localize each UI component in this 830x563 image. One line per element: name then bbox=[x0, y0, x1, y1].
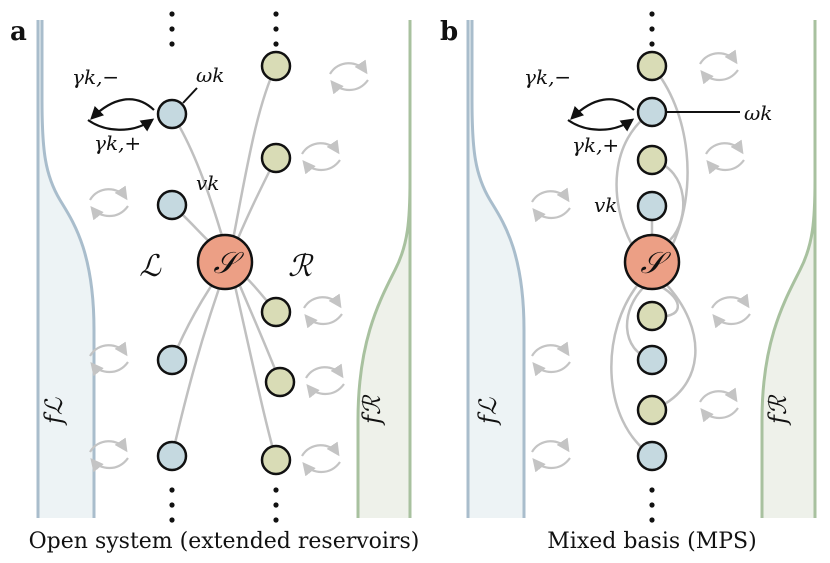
coupling-label-a: vk bbox=[196, 171, 219, 195]
exchange-arrows-b bbox=[567, 98, 635, 132]
left-reservoir-label: ℒ bbox=[139, 249, 162, 284]
mode-green bbox=[260, 142, 292, 174]
left-distribution-curve-a bbox=[36, 20, 96, 518]
left-distribution-curve-b bbox=[466, 20, 526, 518]
gamma-minus-label-a: γk,− bbox=[72, 65, 119, 89]
right-distribution-a bbox=[358, 20, 410, 518]
f-right-label-a: fℛ bbox=[358, 394, 386, 426]
panel-a-letter: a bbox=[10, 17, 27, 47]
mode-green bbox=[636, 394, 668, 426]
omega-label-b: ωk bbox=[744, 101, 772, 125]
right-distribution-curve-a bbox=[356, 20, 412, 518]
gamma-plus-label-a: γk,+ bbox=[94, 131, 141, 155]
gamma-plus-label-b: γk,+ bbox=[572, 133, 619, 157]
omega-label-a: ωk bbox=[196, 63, 224, 87]
mode-blue bbox=[156, 344, 188, 376]
mode-blue bbox=[636, 344, 668, 376]
mode-green bbox=[264, 366, 296, 398]
right-distribution-b bbox=[762, 20, 815, 518]
mode-blue bbox=[156, 98, 188, 130]
mode-blue bbox=[156, 440, 188, 472]
gamma-minus-label-b: γk,− bbox=[524, 65, 571, 89]
mode-green bbox=[260, 50, 292, 82]
caption-a: Open system (extended reservoirs) bbox=[29, 529, 420, 554]
mode-blue bbox=[636, 440, 668, 472]
left-distribution-b bbox=[468, 20, 524, 518]
mode-green bbox=[260, 444, 292, 476]
coupling-label-b: vk bbox=[594, 193, 617, 217]
caption-b: Mixed basis (MPS) bbox=[547, 529, 756, 554]
mode-green bbox=[636, 50, 668, 82]
panel-b: b fℒ fℛ bbox=[440, 11, 817, 554]
system-node-a bbox=[196, 233, 254, 291]
omega-leader-a bbox=[182, 87, 198, 104]
mode-green bbox=[636, 300, 668, 332]
system-node-b bbox=[623, 233, 681, 291]
right-distribution-curve-b bbox=[760, 20, 817, 518]
f-left-label-b: fℒ bbox=[474, 397, 502, 426]
right-reservoir-label: ℛ bbox=[288, 249, 314, 284]
f-right-label-b: fℛ bbox=[764, 394, 792, 426]
mode-green bbox=[260, 296, 292, 328]
f-left-label-a: fℒ bbox=[40, 397, 68, 426]
left-distribution-a bbox=[38, 20, 94, 518]
modes-a bbox=[156, 50, 296, 476]
modes-b bbox=[636, 50, 668, 472]
exchange-arrows-a bbox=[87, 98, 155, 132]
panel-a: a fℒ fℛ bbox=[10, 11, 419, 554]
dots-b bbox=[649, 11, 655, 523]
mode-blue bbox=[636, 96, 668, 128]
mode-blue bbox=[156, 189, 188, 221]
mode-blue bbox=[636, 190, 668, 222]
panel-b-letter: b bbox=[440, 17, 458, 47]
dots-a bbox=[169, 11, 279, 523]
grey-arrows-a bbox=[89, 59, 369, 477]
grey-arrows-b bbox=[531, 49, 751, 473]
mode-green bbox=[636, 144, 668, 176]
